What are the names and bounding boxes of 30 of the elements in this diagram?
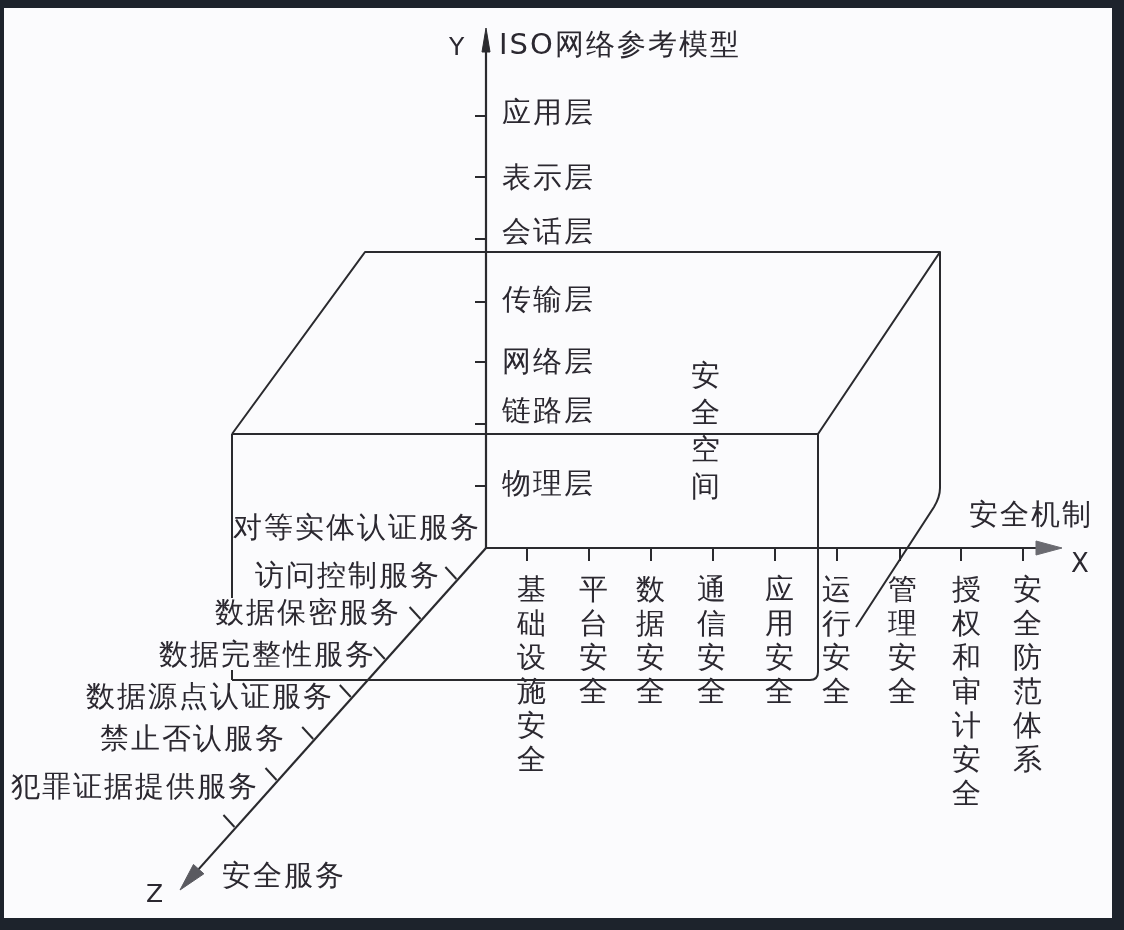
mechanism-label: 安全防范体系: [1012, 572, 1042, 776]
service-label: 数据完整性服务: [159, 638, 376, 672]
service-label: 禁止否认服务: [100, 722, 286, 756]
layer-label: 传输层: [502, 283, 595, 317]
axis-title: 安全机制: [969, 498, 1093, 532]
mechanism-label: 运行安全: [821, 572, 851, 708]
axis-title: 安全服务: [222, 859, 346, 893]
mechanism-label: 通信安全: [696, 572, 726, 708]
layer-label: 会话层: [502, 215, 595, 249]
axis-title: ISO网络参考模型: [499, 28, 741, 62]
axis-letter: Z: [146, 879, 166, 909]
mechanism-label: 平台安全: [578, 572, 608, 708]
layer-label: 链路层: [502, 394, 595, 428]
service-label: 犯罪证据提供服务: [11, 770, 259, 804]
layer-label: 网络层: [502, 345, 595, 379]
mechanism-label: 管理安全: [887, 572, 917, 708]
layer-label: 物理层: [502, 467, 595, 501]
service-label: 访问控制服务: [255, 559, 441, 593]
axis-letter: X: [1071, 549, 1091, 579]
mechanism-label: 应用安全: [764, 572, 794, 708]
mechanism-label: 授权和审计安全: [951, 572, 981, 810]
layer-label: 应用层: [502, 96, 595, 130]
service-label: 对等实体认证服务: [233, 511, 481, 545]
space-label: 安全空间: [690, 357, 720, 505]
layer-label: 表示层: [502, 161, 595, 195]
mechanism-label: 基础设施安全: [516, 572, 546, 776]
service-label: 数据源点认证服务: [86, 680, 334, 714]
mechanism-label: 数据安全: [635, 572, 665, 708]
axis-letter: Y: [449, 32, 467, 62]
service-label: 数据保密服务: [215, 596, 401, 630]
